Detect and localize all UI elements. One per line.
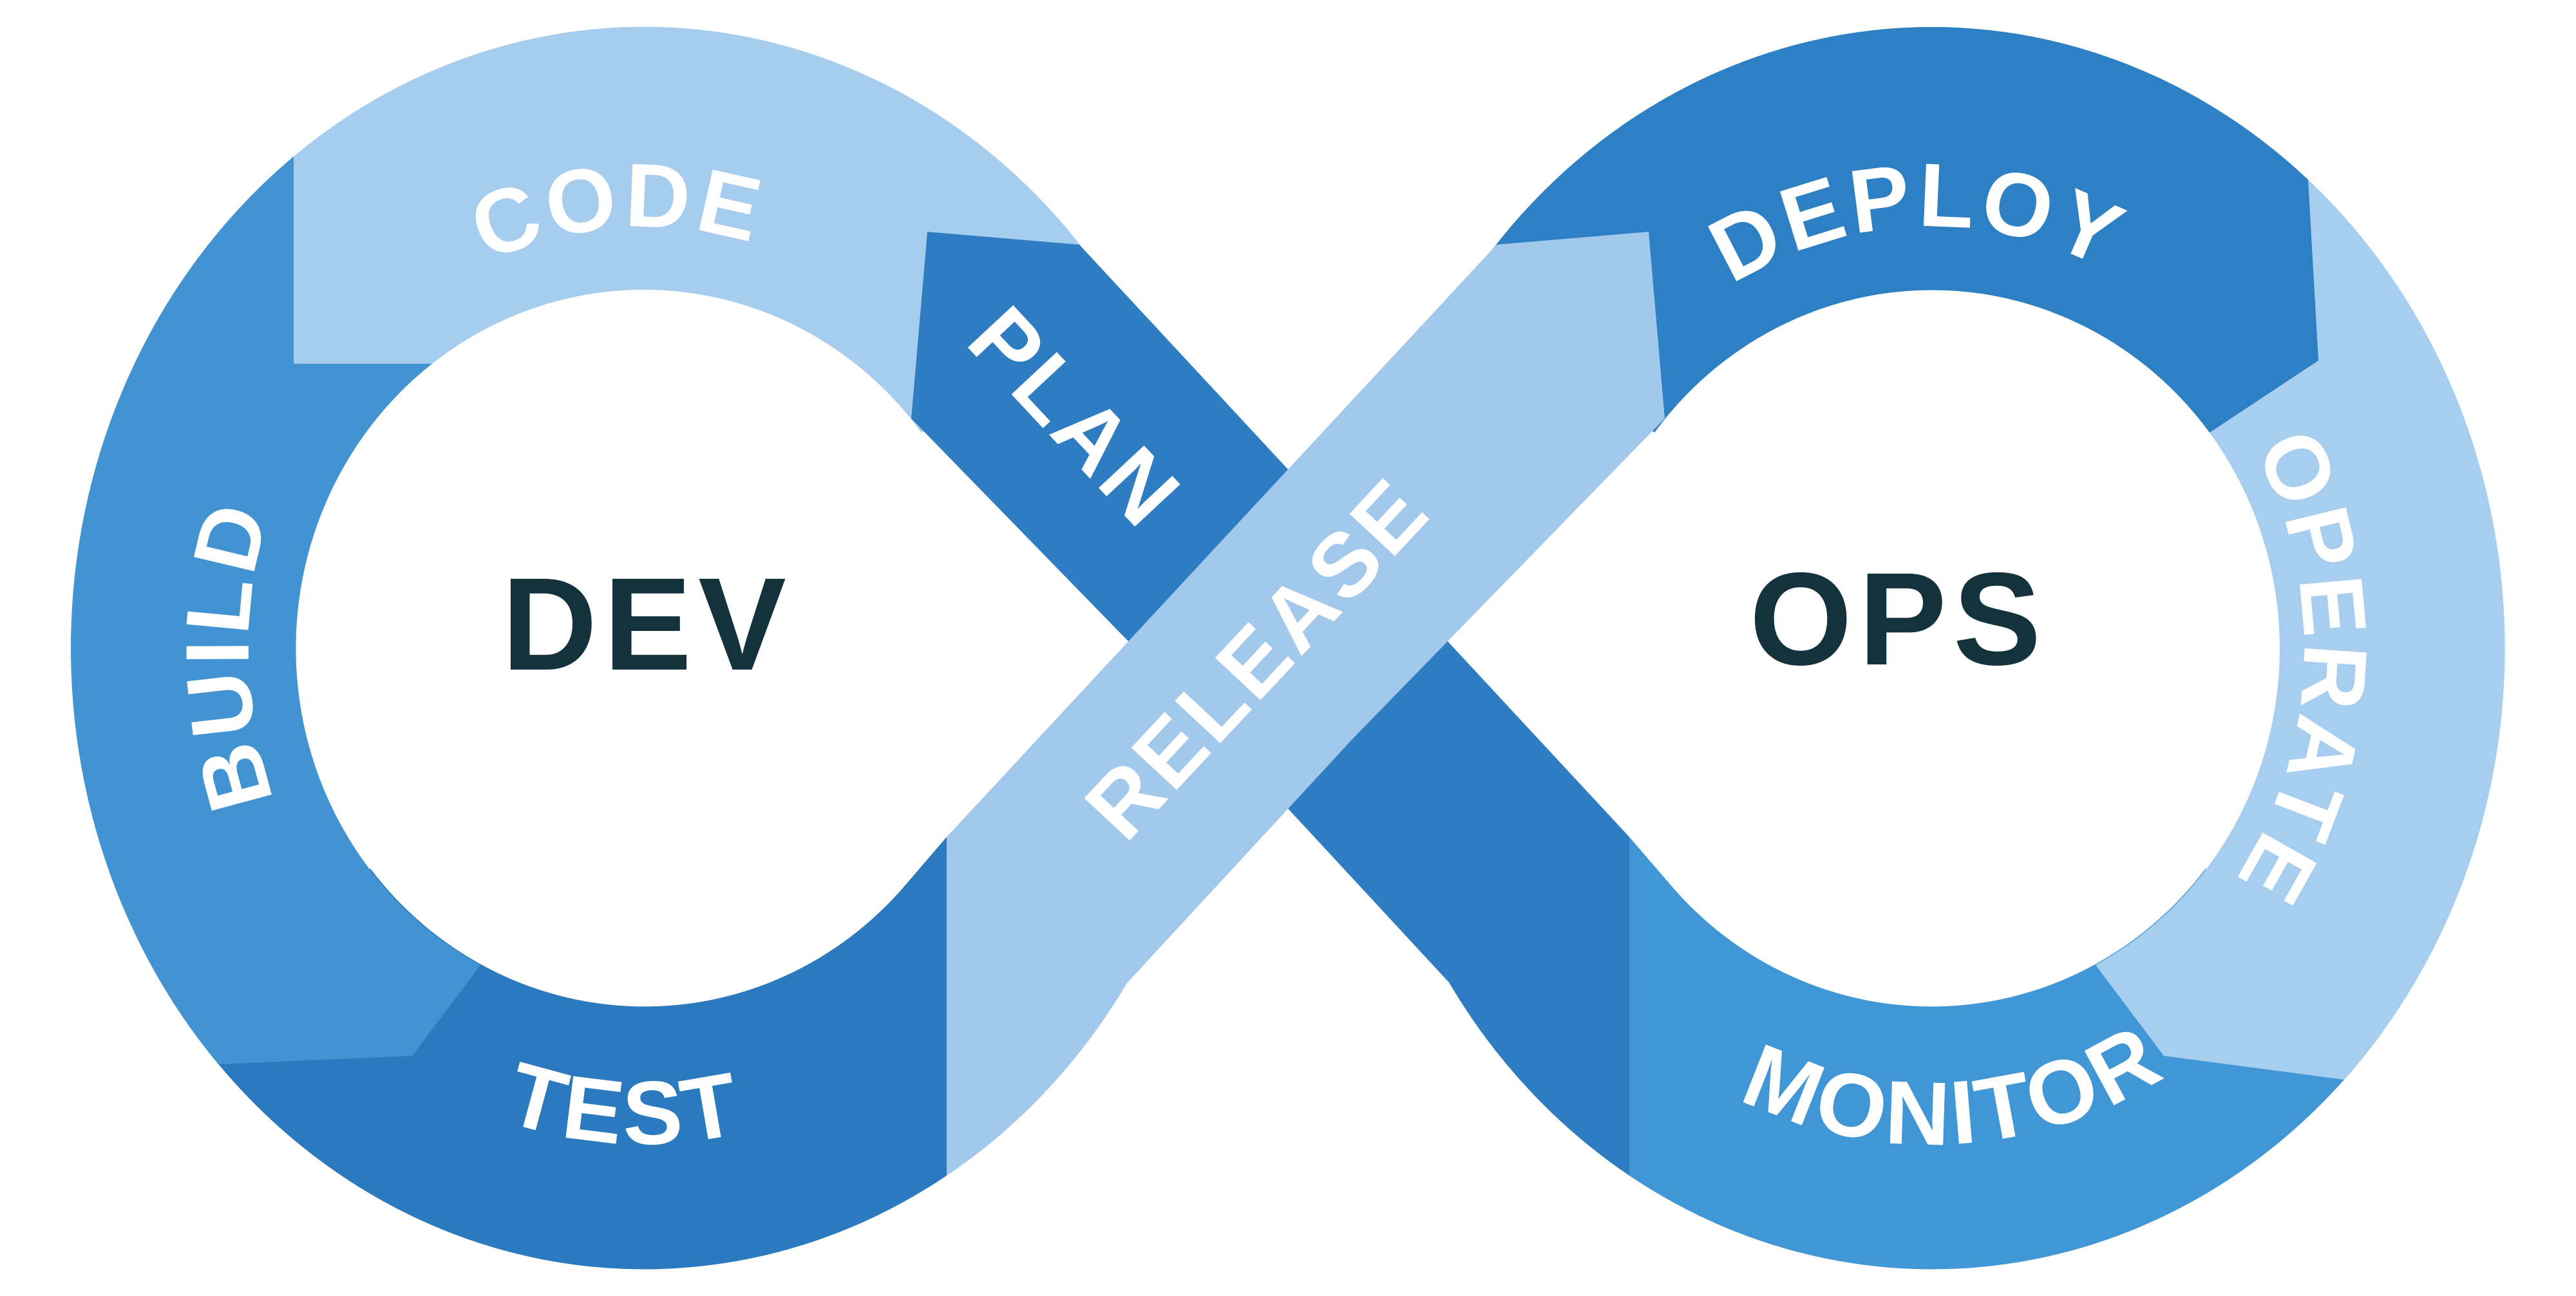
segment-operate	[2096, 180, 2505, 1080]
label-test: TEST	[498, 1042, 749, 1164]
segment-code	[294, 26, 1102, 433]
ops-label: OPS	[1750, 545, 2048, 693]
segment-deploy	[1474, 26, 2318, 433]
label-build: BUILD	[166, 491, 292, 822]
segment-build	[70, 156, 481, 1064]
dev-label: DEV	[502, 550, 793, 698]
segment-release	[947, 232, 1665, 1176]
